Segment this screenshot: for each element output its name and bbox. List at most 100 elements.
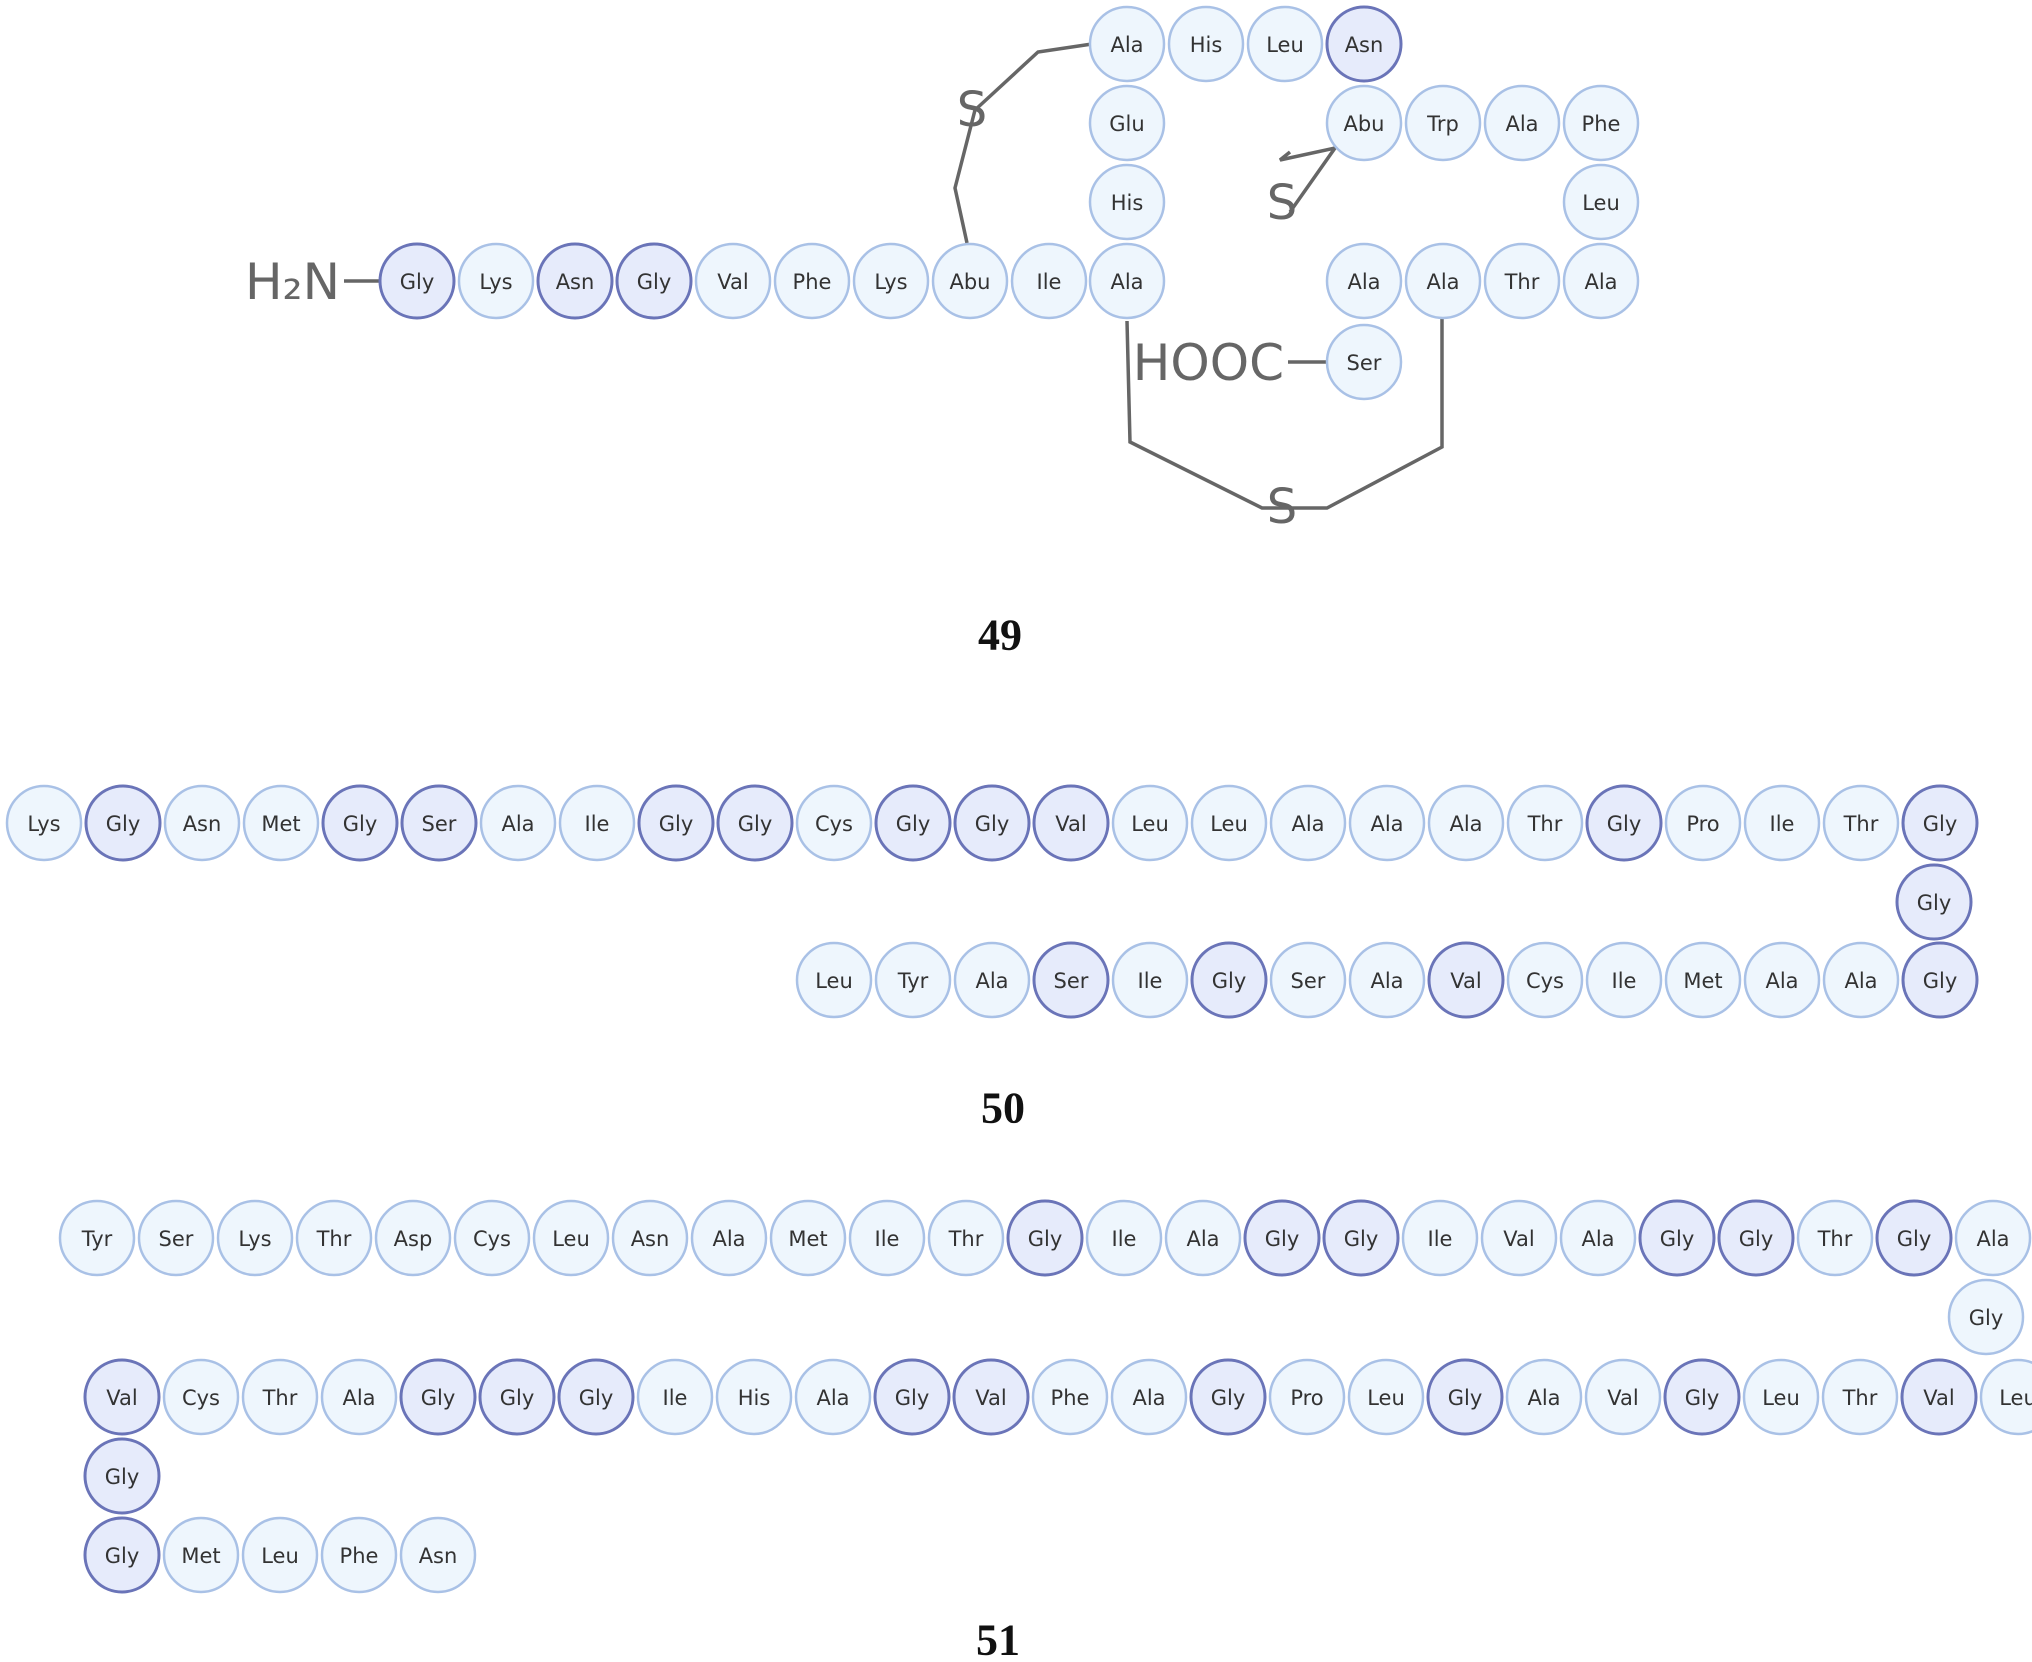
residue-label: Val <box>975 1386 1006 1410</box>
residue-51-r1-22: Gly <box>1717 1199 1795 1277</box>
residue-51-r3-16: Pro <box>1268 1358 1346 1436</box>
residue-circle <box>1088 163 1166 241</box>
residue-label: Asn <box>183 812 222 836</box>
residue-label: Phe <box>340 1544 379 1568</box>
residue-50-r1-19: Ala <box>1427 784 1505 862</box>
sulfur-label: S <box>1267 479 1297 535</box>
residue-label: Gly <box>1212 969 1247 993</box>
residue-circle <box>1822 784 1900 862</box>
residue-51-r3-6: Gly <box>478 1358 556 1436</box>
residue-label: Val <box>717 270 748 294</box>
residue-label: Pro <box>1290 1386 1323 1410</box>
residue-50-r2-1: Gly <box>1895 863 1973 941</box>
residue-50-r1-23: Ile <box>1743 784 1821 862</box>
residue-label: Gly <box>637 270 672 294</box>
residue-51-r1-13: Gly <box>1006 1199 1084 1277</box>
residue-51-r3-4: Ala <box>320 1358 398 1436</box>
residue-circle <box>1426 1358 1504 1436</box>
residue-label: Ser <box>1347 351 1382 375</box>
residue-label: Leu <box>1582 191 1620 215</box>
residue-label: Val <box>1055 812 1086 836</box>
residue-51-r5-3: Leu <box>241 1516 319 1594</box>
residue-circle <box>399 1358 477 1436</box>
residue-label: Cys <box>182 1386 220 1410</box>
residue-49-7: Lys <box>852 242 930 320</box>
residue-circle <box>320 1516 398 1594</box>
residue-50-r1-1: Lys <box>5 784 83 862</box>
residue-49-10: Ala <box>1088 242 1166 320</box>
sulfur-labels: S S S <box>957 82 1297 535</box>
n-terminus-label: H₂N <box>245 253 340 311</box>
residue-label: Ala <box>1844 969 1877 993</box>
residue-label: Gly <box>1607 812 1642 836</box>
residue-49-9: Ile <box>1010 242 1088 320</box>
residue-50-r3-1: Leu <box>795 941 873 1019</box>
residue-51-r1-3: Lys <box>216 1199 294 1277</box>
residue-label: Gly <box>895 1386 930 1410</box>
residue-circle <box>1506 784 1584 862</box>
residue-label: Thr <box>1842 1386 1878 1410</box>
residue-circle <box>690 1199 768 1277</box>
bridge-abu8-ala12 <box>953 42 1093 244</box>
residue-circle <box>1743 941 1821 1019</box>
residue-51-r1-18: Ile <box>1401 1199 1479 1277</box>
residue-circle <box>295 1199 373 1277</box>
residue-circle <box>1427 941 1505 1019</box>
residue-label: Ala <box>1426 270 1459 294</box>
residue-51-r1-7: Leu <box>532 1199 610 1277</box>
residue-label: Leu <box>1762 1386 1800 1410</box>
residue-label: Trp <box>1426 112 1459 136</box>
residue-label: Leu <box>261 1544 299 1568</box>
residue-label: Gly <box>1897 1227 1932 1251</box>
residue-label: Ala <box>342 1386 375 1410</box>
residue-label: Met <box>1683 969 1722 993</box>
residue-label: Gly <box>975 812 1010 836</box>
residue-label: Leu <box>1367 1386 1405 1410</box>
residue-circle <box>83 1358 161 1436</box>
residue-label: His <box>1190 33 1223 57</box>
residue-label: Ala <box>1370 969 1403 993</box>
residue-51-r3-10: Ala <box>794 1358 872 1436</box>
residue-circle <box>1483 84 1561 162</box>
residue-label: Glu <box>1109 112 1144 136</box>
residue-label: Gly <box>1917 891 1952 915</box>
residue-label: Gly <box>1739 1227 1774 1251</box>
c-terminus-label: HOOC <box>1133 334 1284 392</box>
residue-circle <box>1822 941 1900 1019</box>
residue-circle <box>1585 784 1663 862</box>
residue-circle <box>931 242 1009 320</box>
residue-label: Ile <box>1770 812 1795 836</box>
residue-circle <box>83 1437 161 1515</box>
residue-49-25: Ala <box>1325 242 1403 320</box>
residue-circle <box>1480 1199 1558 1277</box>
residue-label: Gly <box>106 812 141 836</box>
residue-circle <box>1325 242 1403 320</box>
residue-49-21: Leu <box>1562 163 1640 241</box>
residue-circle <box>1243 1199 1321 1277</box>
residue-circle <box>1325 84 1403 162</box>
residue-51-r3-24: Val <box>1900 1358 1978 1436</box>
residue-circle <box>694 242 772 320</box>
residue-circle <box>1031 1358 1109 1436</box>
residue-circle <box>1348 784 1426 862</box>
residue-51-r3-8: Ile <box>636 1358 714 1436</box>
residue-label: Ala <box>1449 812 1482 836</box>
residue-50-r1-25: Gly <box>1901 784 1979 862</box>
residue-label: Gly <box>1660 1227 1695 1251</box>
residue-circle <box>378 242 456 320</box>
residue-50-r1-8: Ile <box>558 784 636 862</box>
residue-label: Ala <box>1347 270 1380 294</box>
residue-circle <box>478 1358 556 1436</box>
residue-circle <box>58 1199 136 1277</box>
residue-circle <box>1875 1199 1953 1277</box>
residue-49-16: Asn <box>1325 5 1403 83</box>
residue-49-24: Ala <box>1404 242 1482 320</box>
residue-label: Leu <box>815 969 853 993</box>
residue-circle <box>769 1199 847 1277</box>
residue-label: Phe <box>793 270 832 294</box>
residue-51-r5-1: Gly <box>83 1516 161 1594</box>
residue-circle <box>163 784 241 862</box>
residue-51-r3-13: Phe <box>1031 1358 1109 1436</box>
residue-circle <box>848 1199 926 1277</box>
